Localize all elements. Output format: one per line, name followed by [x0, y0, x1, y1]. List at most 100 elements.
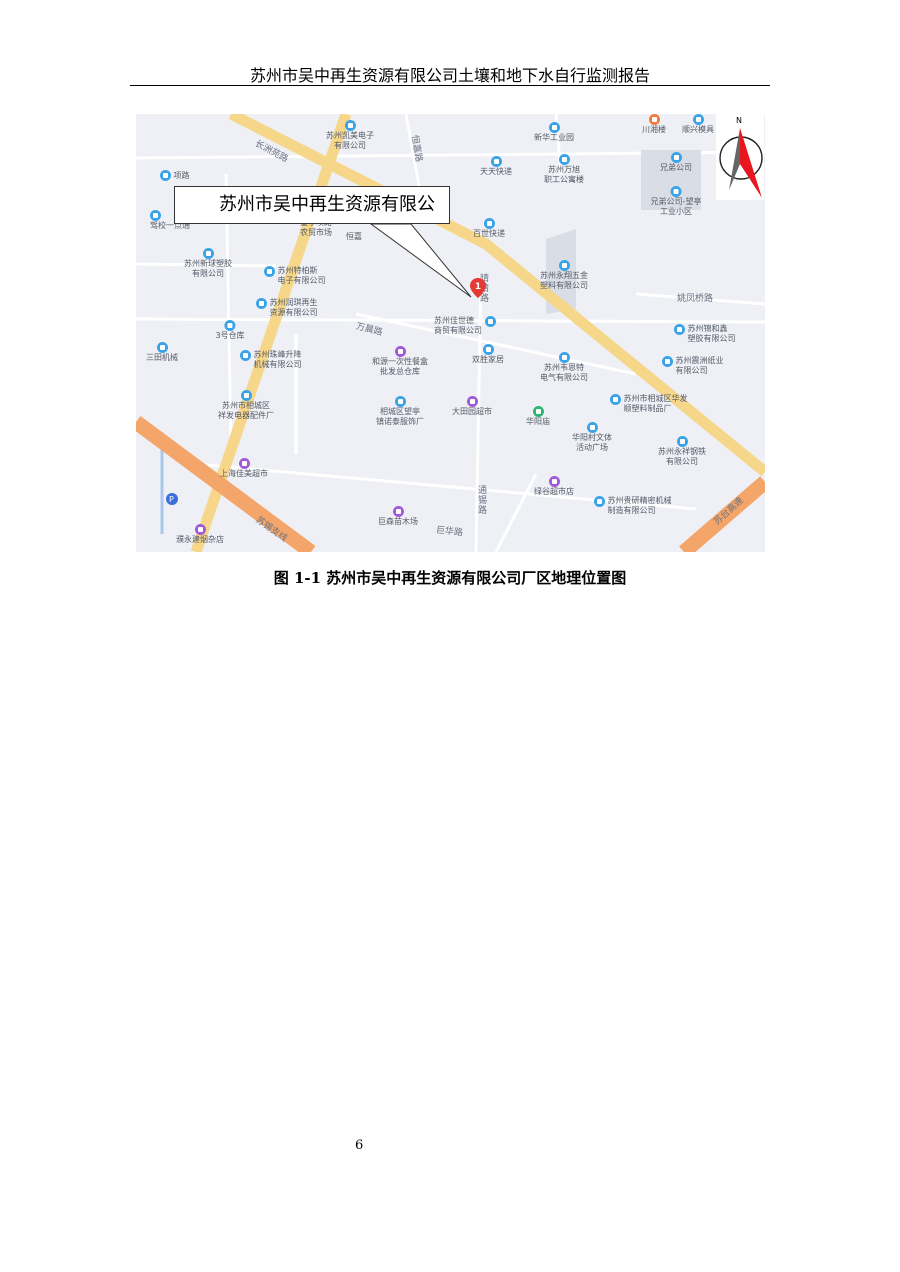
poi-marker[interactable]: 新华工业园: [534, 122, 574, 143]
poi-marker[interactable]: 川湘楼: [642, 114, 666, 135]
poi-marker[interactable]: 兄弟公司-望亭 工业小区: [651, 186, 701, 217]
building-icon: [156, 342, 168, 353]
poi-marker[interactable]: 濮永建烟杂店: [176, 524, 224, 545]
building-icon: [670, 152, 682, 163]
temple-icon: [532, 406, 544, 417]
minor-road: [355, 312, 637, 376]
highway-suxi: [136, 415, 316, 552]
building-icon: [264, 266, 275, 277]
poi-marker[interactable]: 华阳庙: [526, 406, 550, 427]
building-icon: [548, 122, 560, 133]
shop-icon: [548, 476, 560, 487]
poi-marker[interactable]: 苏州佳世德 商贸有限公司: [434, 316, 496, 336]
building-icon: [558, 352, 570, 363]
location-pin-icon[interactable]: 1: [470, 278, 486, 298]
building-icon: [676, 436, 688, 447]
poi-marker[interactable]: 双胜家居: [472, 344, 504, 365]
poi-marker[interactable]: 和源一次性餐盒 批发总仓库: [372, 346, 428, 377]
map-base-layer: P: [136, 114, 765, 552]
building-icon: [662, 356, 673, 367]
poi-marker[interactable]: 苏州市相城区华发 顺塑料制品厂: [610, 394, 688, 414]
north-arrow: N: [716, 114, 764, 200]
location-map: P 长洲苑路 恒嘉路 万晨路 姚凤桥路 通锡路 巨华路 苏锡支线 苏台高速 晴晴…: [136, 114, 765, 552]
page-number: 6: [355, 1138, 364, 1153]
poi-marker[interactable]: 驾校一点通: [150, 210, 190, 231]
restaurant-icon: [648, 114, 660, 125]
north-label: N: [736, 116, 742, 125]
poi-marker[interactable]: 巨森苗木场: [378, 506, 418, 527]
svg-text:P: P: [169, 495, 174, 504]
poi-marker[interactable]: 苏州韦恩特 电气有限公司: [540, 352, 588, 383]
building-icon: [674, 324, 685, 335]
shop-icon: [394, 346, 406, 357]
poi-marker[interactable]: 顺兴模具: [682, 114, 714, 135]
poi-marker[interactable]: 苏州万旭 职工公寓楼: [544, 154, 584, 185]
building-icon: [240, 390, 252, 401]
poi-marker: 恒嘉: [346, 232, 362, 241]
document-header: 苏州市吴中再生资源有限公司土壤和地下水自行监测报告: [249, 66, 650, 85]
minor-road: [494, 473, 538, 552]
poi-marker[interactable]: 苏州永翔五金 塑料有限公司: [540, 260, 588, 291]
shop-icon: [392, 506, 404, 517]
warehouse-icon: [224, 320, 236, 331]
building-icon: [692, 114, 704, 125]
parking-icon: [166, 493, 178, 505]
building-icon: [160, 170, 171, 181]
building-icon: [150, 210, 161, 221]
poi-marker[interactable]: 相城区望亭 镇诺泰服饰厂: [376, 396, 424, 427]
minor-road: [136, 262, 277, 268]
poi-marker[interactable]: 3号仓库: [215, 320, 245, 341]
delivery-icon: [490, 156, 502, 167]
building-icon: [482, 344, 494, 355]
arterial-road: [228, 114, 765, 477]
poi-marker[interactable]: 苏州珠峰升降 机械有限公司: [240, 350, 302, 370]
shop-icon: [194, 524, 206, 535]
poi-marker[interactable]: 天天快递: [480, 156, 512, 177]
shop-icon: [238, 458, 250, 469]
building-icon: [558, 260, 570, 271]
poi-marker[interactable]: 苏州新球塑胶 有限公司: [184, 248, 232, 279]
shop-icon: [466, 396, 478, 407]
poi-marker[interactable]: 苏州特柏斯 电子有限公司: [264, 266, 326, 286]
poi-marker[interactable]: 百世快递: [473, 218, 505, 239]
poi-marker[interactable]: 苏州锦和鑫 塑胶有限公司: [674, 324, 736, 344]
poi-marker[interactable]: 苏州贵研精密机械 制造有限公司: [594, 496, 672, 516]
compass-icon: N: [719, 116, 763, 198]
minor-road: [195, 462, 697, 511]
poi-marker[interactable]: 苏州永祥钢铁 有限公司: [658, 436, 706, 467]
poi-marker[interactable]: 大田园超市: [452, 396, 492, 417]
poi-marker[interactable]: 上海佳美超市: [220, 458, 268, 479]
road-label: 通锡路: [478, 486, 488, 516]
building-icon: [484, 316, 496, 327]
minor-road: [474, 273, 483, 552]
building-icon: [256, 298, 267, 309]
minor-road: [136, 317, 765, 324]
road-label: 姚凤桥路: [677, 294, 714, 304]
building-icon: [344, 120, 356, 131]
poi-marker[interactable]: 兄弟公司: [660, 152, 692, 173]
road-label: 巨华路: [435, 525, 464, 539]
header-rule: [130, 85, 770, 86]
building-icon: [610, 394, 621, 405]
building-icon: [558, 154, 570, 165]
park-icon: [586, 422, 598, 433]
building-icon: [202, 248, 214, 259]
minor-road: [635, 292, 765, 306]
delivery-icon: [483, 218, 495, 229]
callout-leader: [369, 223, 472, 298]
building-icon: [394, 396, 406, 407]
figure-caption: 图 1-1 苏州市吴中再生资源有限公司厂区地理位置图: [273, 569, 627, 587]
poi-marker[interactable]: 苏州凯美电子 有限公司: [326, 120, 374, 151]
poi-marker[interactable]: 苏州市相城区 祥发电器配件厂: [218, 390, 274, 421]
pin-label: 1: [475, 282, 481, 292]
building-icon: [670, 186, 682, 197]
poi-marker[interactable]: 华阳村文体 活动广场: [572, 422, 612, 453]
poi-marker[interactable]: 苏州震洲纸业 有限公司: [662, 356, 724, 376]
site-callout: 苏州市吴中再生资源有限公: [174, 186, 450, 224]
poi-marker[interactable]: 三田机械: [146, 342, 178, 363]
poi-marker[interactable]: 苏州润琪再生 资源有限公司: [256, 298, 318, 318]
building-icon: [594, 496, 605, 507]
poi-marker[interactable]: 项路: [160, 170, 190, 181]
highway-sutai: [679, 476, 765, 552]
poi-marker[interactable]: 绿谷超市店: [534, 476, 574, 497]
